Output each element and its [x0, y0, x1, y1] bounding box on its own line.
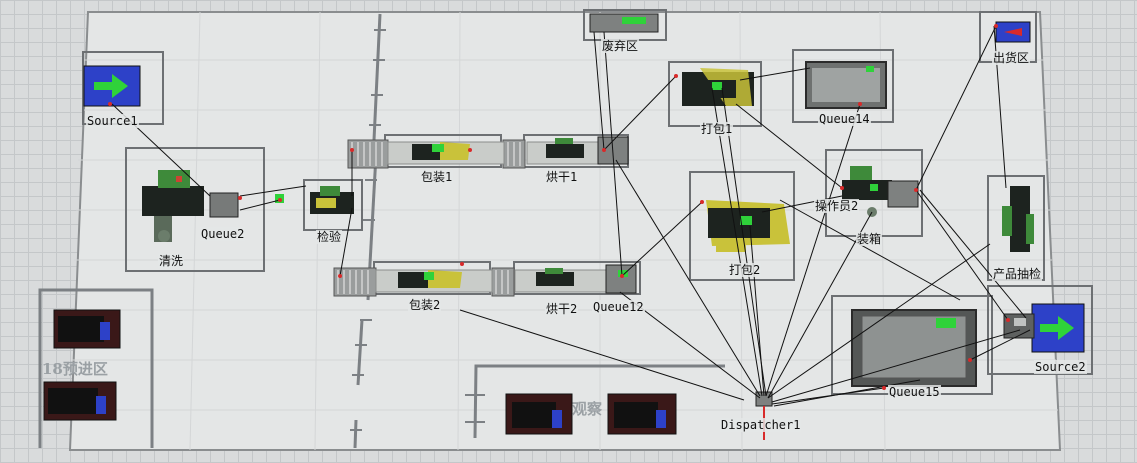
- source1-object[interactable]: [83, 65, 141, 107]
- port-dots: [108, 24, 1010, 390]
- label-queue14: Queue14: [818, 112, 871, 126]
- label-baozhuang1: 包装1: [420, 170, 454, 184]
- label-source2: Source2: [1034, 360, 1087, 374]
- queue12-object[interactable]: [605, 264, 637, 294]
- label-feiqiqu: 废弃区: [601, 39, 640, 53]
- baozhuang1-machine[interactable]: [412, 142, 470, 160]
- dabao2-machine[interactable]: [706, 200, 790, 252]
- queue2-object[interactable]: [209, 192, 239, 218]
- baozhuang2-machine[interactable]: [398, 270, 462, 288]
- yujinqu-racks[interactable]: [43, 309, 121, 421]
- queue14-object[interactable]: [805, 61, 887, 109]
- label-dispatcher1: Dispatcher1: [720, 418, 802, 432]
- label-honggan2: 烘干2: [545, 302, 579, 316]
- label-queue2: Queue2: [200, 227, 246, 241]
- qingxi-machine[interactable]: [142, 170, 204, 242]
- honggan1-machine[interactable]: [546, 138, 584, 158]
- label-baozhuang2: 包装2: [408, 298, 442, 312]
- chanpinchoujian-machine[interactable]: [1002, 186, 1034, 252]
- jianyan-machine[interactable]: [310, 186, 354, 214]
- label-honggan1: 烘干1: [545, 170, 579, 184]
- zhuangxiang-machine[interactable]: [842, 166, 919, 208]
- label-guancha: 观察: [572, 400, 603, 418]
- label-jianyan: 检验: [316, 230, 343, 244]
- chuhuoqu-object[interactable]: [995, 21, 1031, 43]
- label-queue12: Queue12: [592, 300, 645, 314]
- queue15-object[interactable]: [851, 309, 977, 387]
- label-qingxi: 清洗: [158, 254, 185, 268]
- label-zhuangxiang: 装箱: [856, 232, 883, 246]
- source2-object[interactable]: [1003, 303, 1085, 353]
- label-chuhuoqu: 出货区: [992, 51, 1031, 65]
- connection-lines: [111, 25, 1031, 407]
- label-dabao2: 打包2: [728, 263, 762, 277]
- label-yujinqu: 18预进区: [42, 360, 108, 378]
- label-queue15: Queue15: [888, 385, 941, 399]
- label-chanpinchoujian: 产品抽检: [992, 267, 1043, 281]
- dabao1-machine[interactable]: [682, 68, 754, 106]
- label-source1: Source1: [86, 114, 139, 128]
- feiqiqu-object[interactable]: [589, 13, 659, 33]
- wall-ticks: [350, 29, 485, 431]
- guancha-racks[interactable]: [505, 393, 677, 435]
- label-dabao1: 打包1: [700, 122, 734, 136]
- honggan2-machine[interactable]: [536, 268, 574, 286]
- label-caozuoyuan2: 操作员2: [814, 199, 860, 213]
